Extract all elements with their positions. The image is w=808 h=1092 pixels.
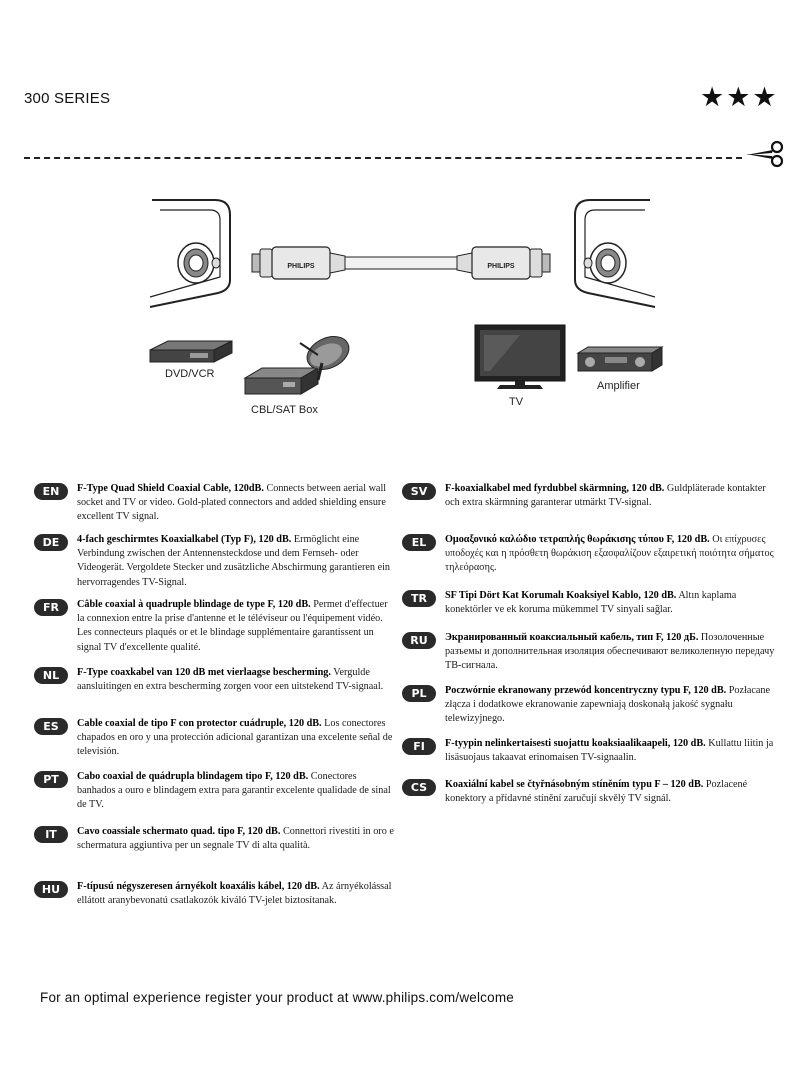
entry-text: Poczwórnie ekranowany przewód koncentryc… bbox=[445, 684, 776, 727]
scissors-icon bbox=[746, 140, 784, 168]
entry-title: F-koaxialkabel med fyrdubbel skärmning, … bbox=[445, 483, 665, 494]
entry-text: Экранированный коаксиальный кабель, тип … bbox=[445, 631, 776, 674]
wall-socket-left bbox=[149, 199, 231, 308]
entry-body: Altın kaplama konektörler ve ek koruma m… bbox=[445, 590, 737, 616]
language-badge: FR bbox=[34, 599, 68, 616]
entry-text: 4-fach geschirmtes Koaxialkabel (Typ F),… bbox=[77, 533, 396, 590]
connection-illustration: PHILIPS PHILIPS bbox=[149, 199, 664, 395]
language-badge: TR bbox=[402, 590, 436, 607]
entry-title: 4-fach geschirmtes Koaxialkabel (Typ F),… bbox=[77, 534, 292, 545]
series-title: 300 SERIES bbox=[24, 90, 111, 107]
language-badge: RU bbox=[402, 632, 436, 649]
language-badge: CS bbox=[402, 779, 436, 796]
dvd-vcr-label: DVD/VCR bbox=[165, 368, 215, 380]
entry-text: SF Tipi Dört Kat Korumalı Koaksiyel Kabl… bbox=[445, 589, 776, 617]
entry-hu: HU F-típusú négyszeresen árnyékolt koaxá… bbox=[34, 880, 396, 908]
entry-it: IT Cavo coassiale schermato quad. tipo F… bbox=[34, 825, 396, 853]
entry-text: Cabo coaxial de quádrupla blindagem tipo… bbox=[77, 770, 396, 813]
entry-es: ES Cable coaxial de tipo F con protector… bbox=[34, 717, 396, 760]
language-badge: PL bbox=[402, 685, 436, 702]
entry-fi: FI F-tyypin nelinkertaisesti suojattu ko… bbox=[402, 737, 776, 765]
entry-title: Cabo coaxial de quádrupla blindagem tipo… bbox=[77, 771, 309, 782]
dvd-player-graphic bbox=[149, 340, 233, 363]
brand-logo-left: PHILIPS bbox=[287, 263, 315, 270]
entry-body: Az árnyékolással ellátott aranybevonatú … bbox=[77, 881, 392, 907]
entry-body: Connects between aerial wall socket and … bbox=[77, 483, 387, 523]
language-badge: SV bbox=[402, 483, 436, 500]
language-badge: ES bbox=[34, 718, 68, 735]
amplifier-graphic bbox=[576, 346, 664, 372]
entry-title: F-Type coaxkabel van 120 dB met vierlaag… bbox=[77, 667, 331, 678]
language-badge: HU bbox=[34, 881, 68, 898]
language-badge: FI bbox=[402, 738, 436, 755]
entry-pt: PT Cabo coaxial de quádrupla blindagem t… bbox=[34, 770, 396, 813]
entry-body: Οι επίχρυσες υποδοχές και η πρόσθετη θωρ… bbox=[445, 534, 774, 574]
entry-title: F-Type Quad Shield Coaxial Cable, 120dB. bbox=[77, 483, 264, 494]
entry-body: Kullattu liitin ja lisäsuojaus takaavat … bbox=[445, 738, 774, 764]
entry-text: Koaxiální kabel se čtyřnásobným stíněním… bbox=[445, 778, 776, 806]
wall-socket-right bbox=[574, 199, 656, 308]
satellite-receiver-graphic bbox=[243, 367, 320, 395]
entry-body: Pozłacane złącza i dodatkowe ekranowanie… bbox=[445, 685, 771, 725]
entry-title: Câble coaxial à quadruple blindage de ty… bbox=[77, 599, 311, 610]
entry-title: Koaxiální kabel se čtyřnásobným stíněním… bbox=[445, 779, 704, 790]
entry-body: Vergulde aansluitingen en extra bescherm… bbox=[77, 667, 384, 693]
entry-text: Ομοαξονικό καλώδιο τετραπλής θωράκισης τ… bbox=[445, 533, 776, 576]
entry-sv: SV F-koaxialkabel med fyrdubbel skärmnin… bbox=[402, 482, 776, 510]
tv-graphic bbox=[474, 324, 566, 389]
entry-title: F-tyypin nelinkertaisesti suojattu koaks… bbox=[445, 738, 706, 749]
brand-logo-right: PHILIPS bbox=[487, 263, 515, 270]
entry-body: Permet d'effectuer la connexion entre la… bbox=[77, 599, 388, 653]
entry-body: Conectores banhados a ouro e blindagem e… bbox=[77, 771, 391, 811]
entry-text: Cavo coassiale schermato quad. tipo F, 1… bbox=[77, 825, 396, 853]
entry-de: DE 4-fach geschirmtes Koaxialkabel (Typ … bbox=[34, 533, 396, 590]
cbl-sat-box-label: CBL/SAT Box bbox=[251, 404, 318, 416]
entry-pl: PL Poczwórnie ekranowany przewód koncent… bbox=[402, 684, 776, 727]
entry-title: Cable coaxial de tipo F con protector cu… bbox=[77, 718, 322, 729]
entry-title: Ομοαξονικό καλώδιο τετραπλής θωράκισης τ… bbox=[445, 534, 710, 545]
language-badge: IT bbox=[34, 826, 68, 843]
language-badge: PT bbox=[34, 771, 68, 788]
entry-body: Guldpläterade kontakter och extra skärmn… bbox=[445, 483, 766, 509]
entry-text: F-Type coaxkabel van 120 dB met vierlaag… bbox=[77, 666, 396, 694]
satellite-dish-graphic bbox=[299, 336, 350, 381]
cut-line bbox=[24, 157, 742, 159]
tv-label: TV bbox=[509, 396, 524, 408]
entry-title: SF Tipi Dört Kat Korumalı Koaksiyel Kabl… bbox=[445, 590, 677, 601]
entry-body: Los conectores chapados en oro y una pro… bbox=[77, 718, 393, 758]
entry-text: F-koaxialkabel med fyrdubbel skärmning, … bbox=[445, 482, 776, 510]
entry-text: Câble coaxial à quadruple blindage de ty… bbox=[77, 598, 396, 655]
entry-text: F-Type Quad Shield Coaxial Cable, 120dB.… bbox=[77, 482, 396, 525]
entry-el: EL Ομοαξονικό καλώδιο τετραπλής θωράκιση… bbox=[402, 533, 776, 576]
language-badge: NL bbox=[34, 667, 68, 684]
language-badge: EL bbox=[402, 534, 436, 551]
entry-cs: CS Koaxiální kabel se čtyřnásobným stíně… bbox=[402, 778, 776, 806]
entry-title: Poczwórnie ekranowany przewód koncentryc… bbox=[445, 685, 727, 696]
registration-footer: For an optimal experience register your … bbox=[40, 990, 514, 1005]
entry-fr: FR Câble coaxial à quadruple blindage de… bbox=[34, 598, 396, 655]
amplifier-label: Amplifier bbox=[597, 380, 640, 392]
coaxial-cable: PHILIPS PHILIPS bbox=[251, 246, 551, 280]
entry-body: Pozlacené konektory a přídavné stínění z… bbox=[445, 779, 748, 805]
language-badge: DE bbox=[34, 534, 68, 551]
entry-body: Connettori rivestiti in oro e schermatur… bbox=[77, 826, 394, 852]
entry-ru: RU Экранированный коаксиальный кабель, т… bbox=[402, 631, 776, 674]
entry-text: F-típusú négyszeresen árnyékolt koaxális… bbox=[77, 880, 396, 908]
entry-body: Ermöglicht eine Verbindung zwischen der … bbox=[77, 534, 391, 588]
entry-text: Cable coaxial de tipo F con protector cu… bbox=[77, 717, 396, 760]
entry-nl: NL F-Type coaxkabel van 120 dB met vierl… bbox=[34, 666, 396, 694]
entry-en: EN F-Type Quad Shield Coaxial Cable, 120… bbox=[34, 482, 396, 525]
entry-title: Cavo coassiale schermato quad. tipo F, 1… bbox=[77, 826, 281, 837]
entry-title: F-típusú négyszeresen árnyékolt koaxális… bbox=[77, 881, 320, 892]
entry-tr: TR SF Tipi Dört Kat Korumalı Koaksiyel K… bbox=[402, 589, 776, 617]
entry-text: F-tyypin nelinkertaisesti suojattu koaks… bbox=[445, 737, 776, 765]
entry-title: Экранированный коаксиальный кабель, тип … bbox=[445, 632, 699, 643]
language-badge: EN bbox=[34, 483, 68, 500]
entry-body: Позолоченные разъемы и дополнительная из… bbox=[445, 632, 775, 672]
rating-stars: ★★★ bbox=[700, 82, 779, 112]
